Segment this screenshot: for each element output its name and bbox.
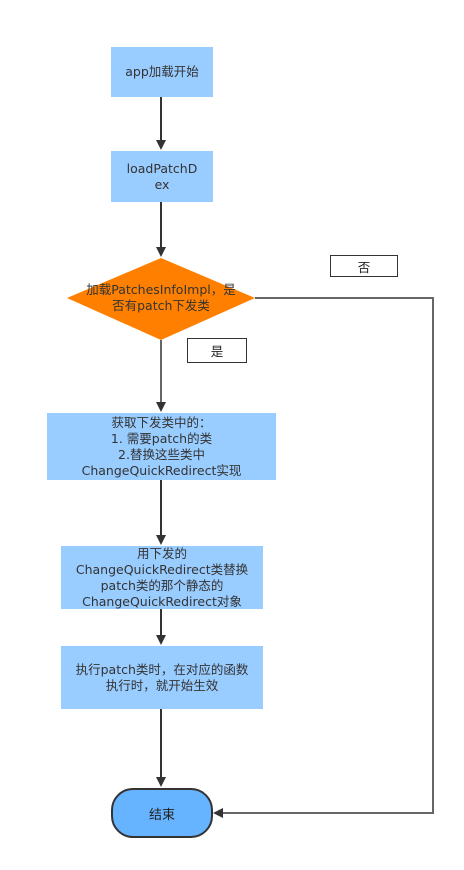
node-load-patch-dex: loadPatchD ex (111, 151, 213, 202)
decision-text: 加载PatchesInfoImpl，是 否有patch下发类 (67, 280, 255, 316)
node-replace-line-3: patch类的那个静态的 (100, 577, 224, 593)
node-fetch-line-2: 1. 需要patch的类 (110, 430, 213, 446)
node-replace-line-1: 用下发的 (136, 545, 187, 561)
node-app-load-start-label: app加载开始 (125, 64, 199, 79)
node-fetch-line-1: 获取下发类中的： (111, 414, 212, 430)
node-execute-line-2: 执行时，就开始生效 (105, 677, 219, 693)
arrow-decision-no-to-end (213, 297, 434, 818)
node-end-label: 结束 (148, 807, 175, 823)
node-replace-line-4: ChangeQuickRedirect对象 (82, 593, 242, 609)
edge-label-no-text: 否 (357, 259, 371, 275)
edge-label-yes-text: 是 (210, 344, 224, 359)
node-app-load-start: app加载开始 (111, 47, 213, 97)
node-load-patch-dex-line-2: ex (154, 176, 170, 192)
node-replace-redirect: 用下发的 ChangeQuickRedirect类替换 patch类的那个静态的… (61, 546, 263, 609)
node-end: 结束 (111, 788, 213, 838)
decision-text-line-2: 否有patch下发类 (112, 298, 210, 313)
node-replace-line-2: ChangeQuickRedirect类替换 (75, 561, 249, 577)
node-fetch-classes: 获取下发类中的： 1. 需要patch的类 2.替换这些类中 ChangeQui… (47, 413, 276, 480)
edge-label-no: 否 (330, 255, 398, 277)
decision-diamond (67, 258, 255, 340)
node-execute-patch: 执行patch类时，在对应的函数 执行时，就开始生效 (61, 646, 263, 709)
node-fetch-line-3: 2.替换这些类中 (118, 446, 205, 462)
decision-text-line-1: 加载PatchesInfoImpl，是 (86, 282, 236, 297)
node-execute-line-1: 执行patch类时，在对应的函数 (75, 661, 249, 677)
node-fetch-line-4: ChangeQuickRedirect实现 (81, 462, 242, 478)
node-load-patch-dex-line-1: loadPatchD (126, 160, 198, 176)
edge-label-yes: 是 (187, 338, 247, 363)
